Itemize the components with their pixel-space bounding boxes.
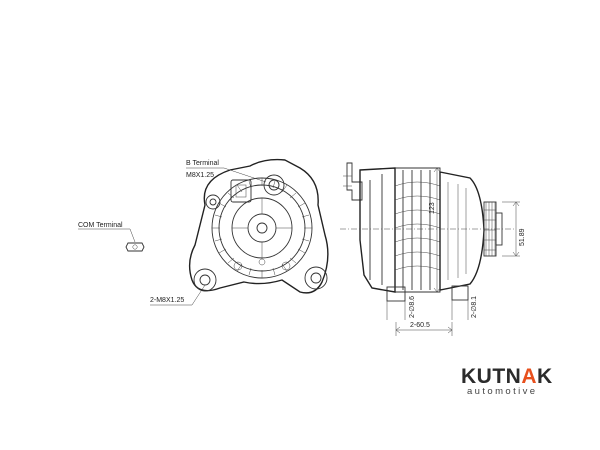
dimension-8-1-label: 2-∅8.1 <box>471 296 478 318</box>
brand-name: KUTNAK <box>461 366 552 387</box>
dimension-8-6-label: 2-∅8.6 <box>409 296 416 318</box>
dimension-8-1: 2-∅8.1 <box>451 296 478 320</box>
dimension-60-5-label: 2-60.5 <box>410 322 430 329</box>
com-terminal-label: COM Terminal <box>78 222 123 229</box>
brand-logo: KUTNAK automotive <box>461 366 552 397</box>
brand-tagline: automotive <box>467 386 538 397</box>
front-view <box>188 158 329 294</box>
dimension-60-5: 2-60.5 <box>395 322 453 336</box>
side-view <box>340 162 515 302</box>
dimension-123: 123 <box>429 167 441 293</box>
com-terminal-leader <box>78 228 136 243</box>
com-connector <box>125 242 145 252</box>
mount-thread-label: 2-M8X1.25 <box>150 297 184 304</box>
dimension-51-89: 51.89 <box>502 201 526 257</box>
b-terminal-leader <box>186 167 267 183</box>
mount-thread-leader <box>150 284 206 306</box>
brand-accent-letter: A <box>521 365 537 388</box>
dimension-51-89-label: 51.89 <box>519 228 526 246</box>
dimension-8-6: 2-∅8.6 <box>386 296 416 320</box>
brand-name-text: KUTNAK <box>461 365 553 388</box>
b-terminal-label: B Terminal <box>186 160 219 167</box>
b-terminal-thread-label: M8X1.25 <box>186 172 214 179</box>
dimension-123-label: 123 <box>429 202 436 214</box>
